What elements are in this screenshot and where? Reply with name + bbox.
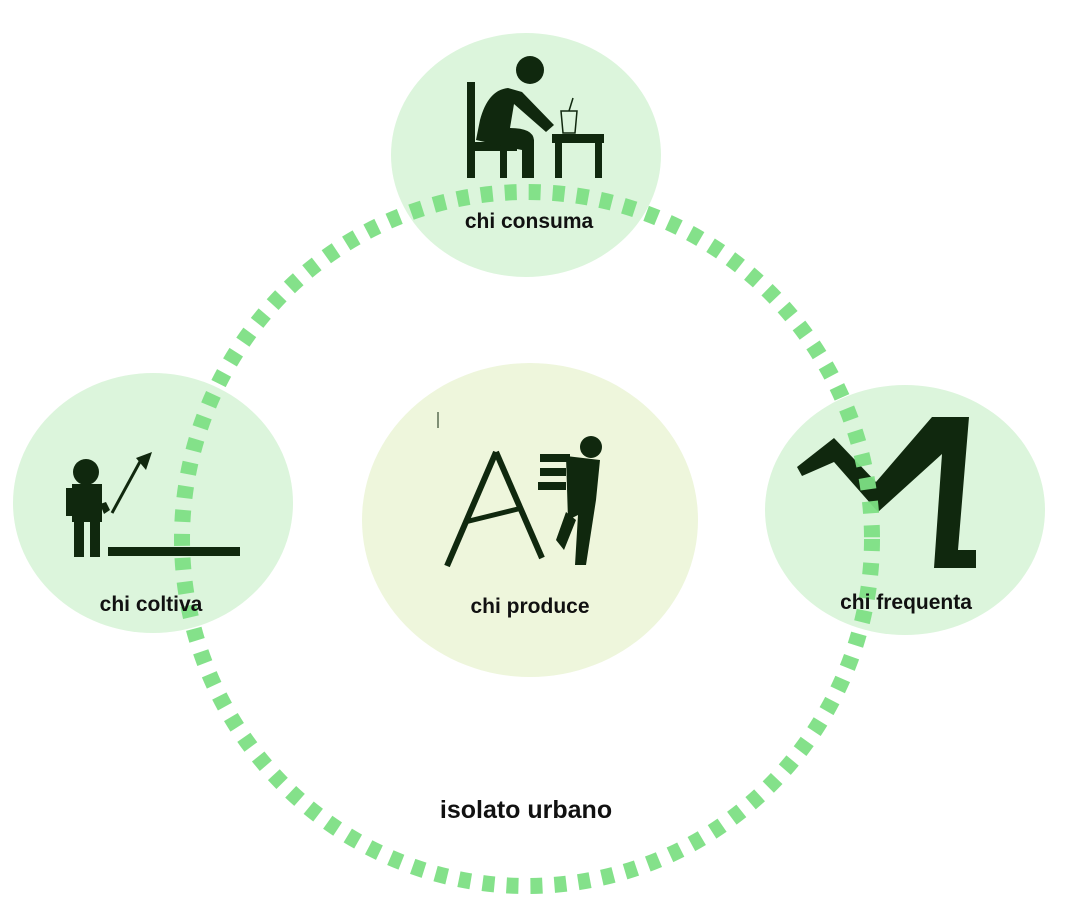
node-label-produce: chi produce: [470, 595, 589, 618]
person-at-table-icon: [467, 56, 604, 178]
node-label-consuma: chi consuma: [465, 210, 594, 233]
node-label-frequenta: chi frequenta: [840, 591, 972, 614]
node-circle-produce: [362, 363, 698, 677]
isolato-boundary-ring: [174, 184, 880, 894]
boundary-label: isolato urbano: [440, 796, 612, 824]
node-label-coltiva: chi coltiva: [100, 593, 203, 616]
person-on-ladder-icon: [437, 412, 602, 568]
person-with-hoe-icon: [66, 452, 240, 557]
node-circle-coltiva: [13, 373, 293, 633]
walking-legs-icon: [797, 417, 976, 568]
